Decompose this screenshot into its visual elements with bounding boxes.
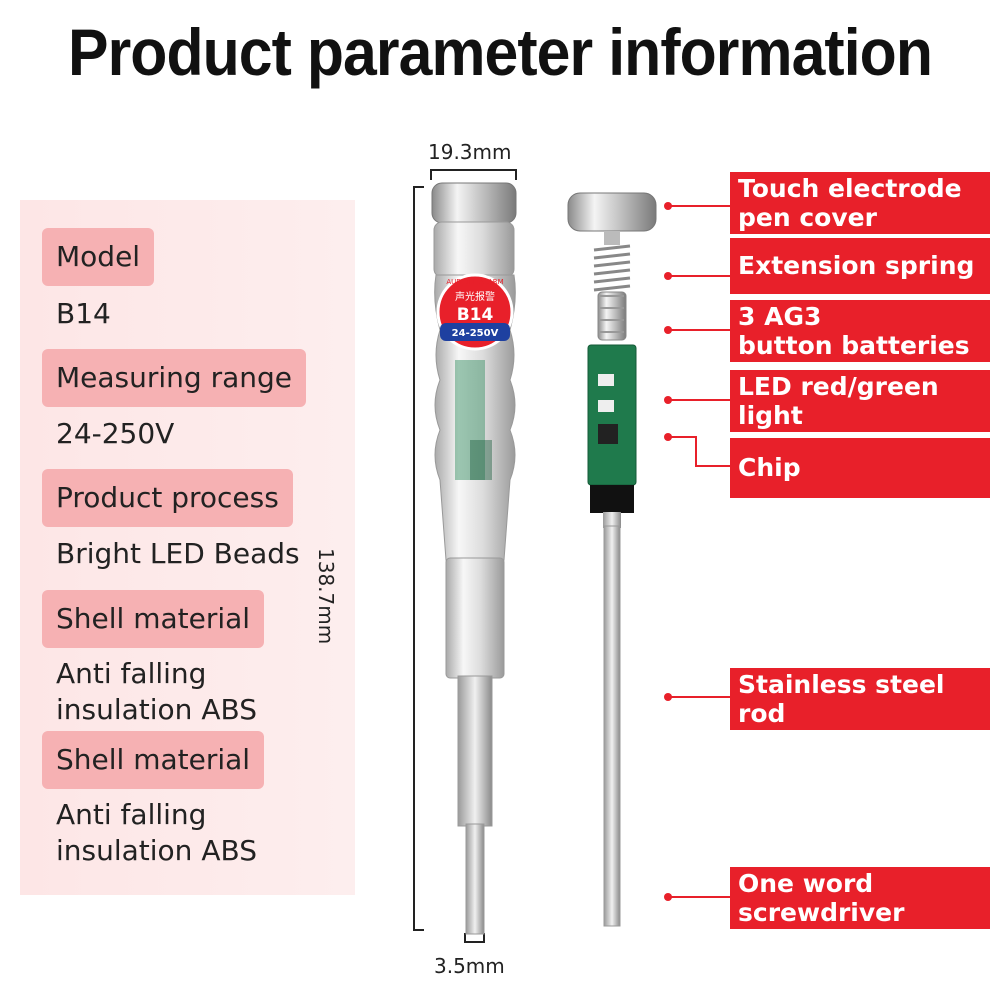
dimension-tip-width: 3.5mm: [434, 954, 505, 978]
param-value-shell-material-2: Anti falling insulation ABS: [56, 798, 257, 867]
dimension-length-bracket: [413, 186, 424, 931]
label-chinese-text: 声光报警: [455, 290, 495, 303]
label-model-text: B14: [457, 305, 494, 325]
callout-batteries: 3 AG3 button batteries: [730, 300, 990, 362]
callout-dots: [664, 202, 672, 901]
page-title: Product parameter information: [67, 15, 933, 89]
callout-touch-electrode: Touch electrode pen cover: [730, 172, 990, 234]
dimension-length: 138.7mm: [314, 548, 338, 645]
dimension-width-top-bracket: [430, 169, 517, 180]
param-label-product-process: Product process: [42, 469, 293, 527]
callout-screwdriver: One word screwdriver: [730, 867, 990, 929]
param-value-model: B14: [56, 297, 111, 330]
callout-led-light: LED red/green light: [730, 370, 990, 432]
dimension-tip-bracket: [464, 933, 485, 943]
param-label-model: Model: [42, 228, 155, 286]
dimension-width-top: 19.3mm: [428, 140, 512, 164]
param-value-shell-material: Anti falling insulation ABS: [56, 657, 257, 726]
label-small-text: AUDIBLE ALARM: [446, 278, 503, 286]
param-label-measuring-range: Measuring range: [42, 349, 307, 407]
param-value-measuring-range: 24-250V: [56, 417, 175, 450]
callout-extension-spring: Extension spring: [730, 238, 990, 294]
param-label-shell-material: Shell material: [42, 590, 265, 648]
label-range-text: 24-250V: [452, 328, 499, 339]
param-value-product-process: Bright LED Beads: [56, 537, 300, 570]
assembled-pen: [431, 182, 517, 935]
callout-chip: Chip: [730, 438, 990, 498]
param-label-shell-material-2: Shell material: [42, 731, 265, 789]
callout-connectors: [668, 205, 730, 898]
callout-stainless-rod: Stainless steel rod: [730, 668, 990, 730]
exploded-pen: [567, 192, 657, 927]
